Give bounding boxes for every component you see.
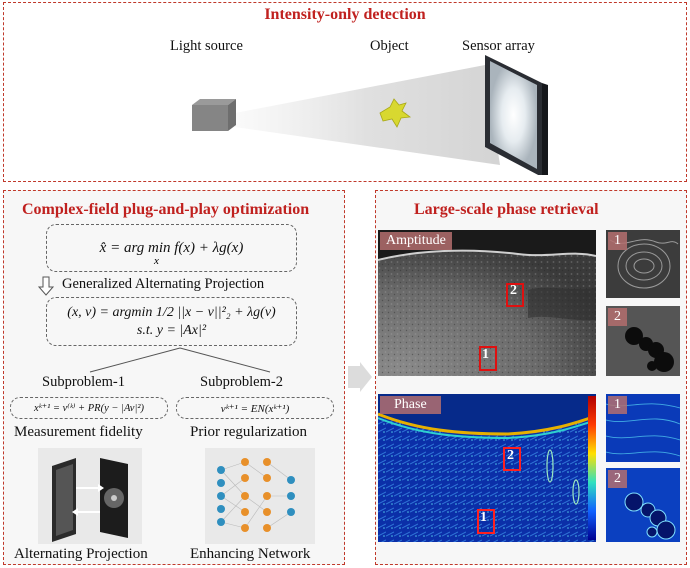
subproblem-1-title: Subproblem-1	[42, 374, 125, 390]
measurement-fidelity-label: Measurement fidelity	[14, 424, 143, 440]
light-source-label: Light source	[170, 38, 243, 54]
phase-colorbar	[588, 396, 596, 540]
gap-label: Generalized Alternating Projection	[62, 276, 265, 292]
down-arrow-icon	[38, 276, 54, 296]
amplitude-box-1-label: 1	[482, 347, 489, 362]
enhancing-network-label: Enhancing Network	[190, 546, 311, 562]
phase-image	[378, 394, 596, 542]
amplitude-image	[378, 230, 596, 376]
objective-equation-subscript: x	[154, 255, 159, 267]
prior-regularization-label: Prior regularization	[190, 424, 308, 440]
top-panel	[3, 2, 687, 182]
amplitude-box-2	[506, 283, 524, 307]
phase-box-1-label: 1	[480, 510, 487, 525]
right-panel-title: Large-scale phase retrieval	[414, 201, 599, 218]
object-label: Object	[370, 38, 409, 54]
phase-box-1	[477, 509, 495, 534]
phase-tag: Phase	[380, 396, 441, 414]
subproblem-1-equation-text: xᵏ⁺¹ = v⁽ᵏ⁾ + PR(y − |Av|²)	[34, 403, 144, 414]
amplitude-inset-2	[606, 306, 680, 376]
phase-inset-1-tag: 1	[608, 396, 627, 414]
amplitude-box-2-label: 2	[510, 283, 517, 298]
sensor-array-icon	[485, 55, 548, 175]
optical-setup-illustration	[192, 55, 548, 175]
alternating-projection-label: Alternating Projection	[14, 546, 148, 562]
gap-equation-line2: s.t. y = |Ax|²	[136, 322, 207, 338]
subproblem-2-equation: vᵏ⁺¹ = EN(xᵏ⁺¹)	[176, 397, 334, 419]
amplitude-inset-1-tag: 1	[608, 232, 627, 250]
amplitude-inset-2-tag: 2	[608, 308, 627, 326]
subproblem-2-equation-text: vᵏ⁺¹ = EN(xᵏ⁺¹)	[220, 402, 290, 415]
objective-equation: x̂ = arg min f(x) + λg(x)	[46, 224, 297, 272]
amplitude-tag: Amptitude	[380, 232, 452, 250]
right-arrow-icon	[348, 362, 372, 392]
objective-equation-text: x̂ = arg min f(x) + λg(x)	[99, 239, 244, 256]
light-beam	[235, 65, 500, 165]
object-icon	[379, 98, 412, 128]
subproblem-1-equation: xᵏ⁺¹ = v⁽ᵏ⁾ + PR(y − |Av|²)	[10, 397, 168, 419]
phase-box-2-label: 2	[507, 448, 514, 463]
phase-inset-2-tag: 2	[608, 470, 627, 488]
alternating-projection-illustration	[38, 448, 142, 544]
phase-box-2	[503, 447, 521, 471]
left-panel-title: Complex-field plug-and-play optimization	[22, 201, 310, 218]
top-panel-title: Intensity-only detection	[264, 6, 426, 23]
subproblem-2-title: Subproblem-2	[200, 374, 283, 390]
split-lines	[89, 347, 271, 373]
gap-equation: (x, v) = argmin 1/2 ||x − v||²₂ + λg(v) …	[46, 297, 297, 346]
amplitude-box-1	[479, 346, 497, 371]
enhancing-network-illustration	[205, 448, 315, 544]
sensor-array-label: Sensor array	[462, 38, 535, 54]
light-source-icon	[192, 99, 236, 131]
gap-equation-line1: (x, v) = argmin 1/2 ||x − v||²₂ + λg(v)	[67, 304, 276, 320]
